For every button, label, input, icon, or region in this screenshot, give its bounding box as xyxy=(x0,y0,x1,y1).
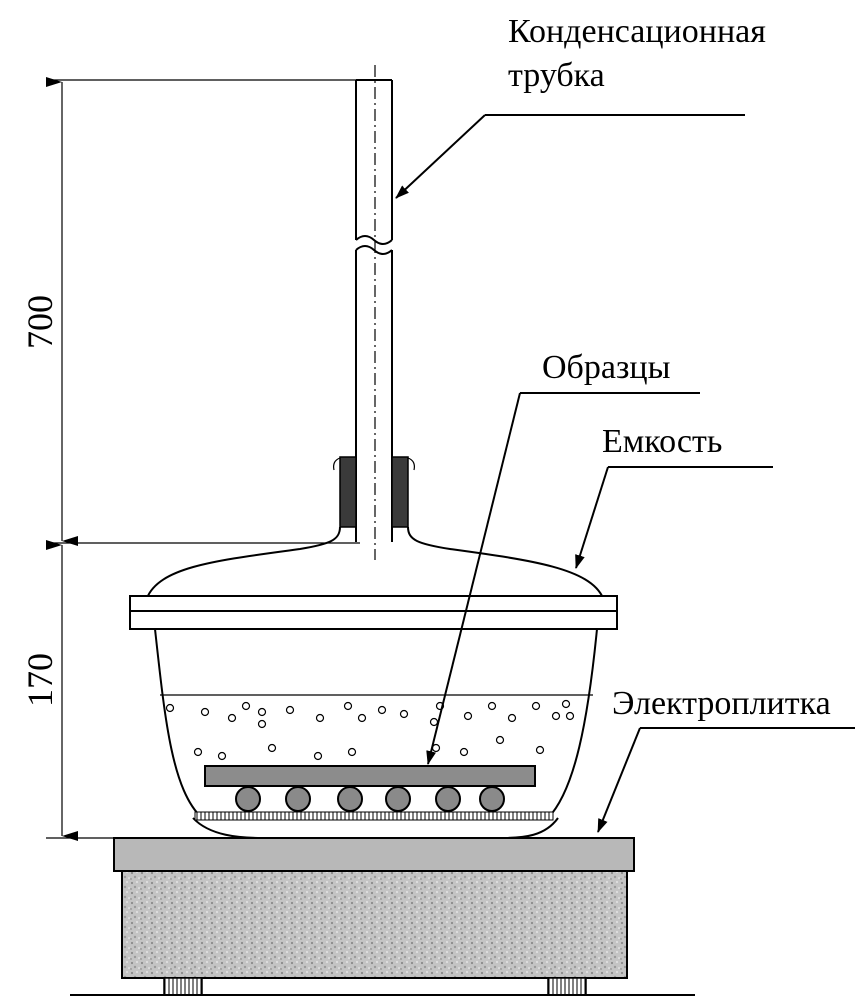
leaders xyxy=(395,114,855,833)
hot-plate-foot-right xyxy=(547,977,587,996)
bubble xyxy=(257,707,267,717)
bubble xyxy=(313,751,323,761)
bubble xyxy=(257,719,267,729)
bubble xyxy=(200,707,210,717)
sample-plate xyxy=(204,765,536,787)
sample-support-ball xyxy=(435,786,461,812)
leader-arrow-samples xyxy=(426,392,521,765)
condenser-tube xyxy=(355,65,393,560)
bubble xyxy=(315,713,325,723)
leader-arrow-hotplate xyxy=(597,727,641,833)
hot-plate-top xyxy=(113,837,635,872)
tube-break-lower xyxy=(355,245,393,255)
bubble xyxy=(463,711,473,721)
leader-arrow-condenser xyxy=(395,114,486,199)
hot-plate xyxy=(70,837,695,996)
dimension-lines: 700 170 xyxy=(20,77,360,841)
label-hotplate: Электроплитка xyxy=(612,685,831,722)
bubble xyxy=(343,701,353,711)
bubble xyxy=(561,699,571,709)
leader-arrow-vessel xyxy=(575,466,609,569)
bubble xyxy=(285,705,295,715)
bubble xyxy=(551,711,561,721)
hot-plate-body xyxy=(121,870,628,979)
labels: Конденсационная трубка Образцы Емкость Э… xyxy=(508,13,831,722)
bubble xyxy=(495,735,505,745)
bubble xyxy=(227,713,237,723)
sample-support-ball xyxy=(385,786,411,812)
heating-grid xyxy=(194,811,554,821)
rubber-stopper xyxy=(333,456,415,528)
bubble xyxy=(377,705,387,715)
label-vessel: Емкость xyxy=(602,423,722,460)
bubble xyxy=(399,709,409,719)
label-condenser-line1: Конденсационная xyxy=(508,13,766,50)
sample-support-ball xyxy=(285,786,311,812)
vessel-lid xyxy=(129,526,618,630)
samples xyxy=(204,765,536,812)
label-condenser-line2: трубка xyxy=(508,57,605,94)
bubbles xyxy=(165,699,575,761)
bubble xyxy=(429,717,439,727)
dim-label-170: 170 xyxy=(20,653,60,707)
sample-support-ball xyxy=(235,786,261,812)
bubble xyxy=(531,701,541,711)
label-samples: Образцы xyxy=(542,349,671,386)
bubble xyxy=(357,713,367,723)
bubble xyxy=(267,743,277,753)
vessel-body xyxy=(154,628,598,839)
sample-supports xyxy=(235,786,505,812)
bubble xyxy=(565,711,575,721)
bubble xyxy=(535,745,545,755)
bubble xyxy=(193,747,203,757)
dim-label-700: 700 xyxy=(20,295,60,349)
bubble xyxy=(487,701,497,711)
bubble xyxy=(165,703,175,713)
tube-break-upper xyxy=(355,235,393,245)
bubble xyxy=(507,713,517,723)
bubble xyxy=(241,701,251,711)
sample-support-ball xyxy=(337,786,363,812)
bubble xyxy=(459,747,469,757)
sample-support-ball xyxy=(479,786,505,812)
hot-plate-foot-left xyxy=(163,977,203,996)
bubble xyxy=(347,747,357,757)
bubble xyxy=(217,751,227,761)
